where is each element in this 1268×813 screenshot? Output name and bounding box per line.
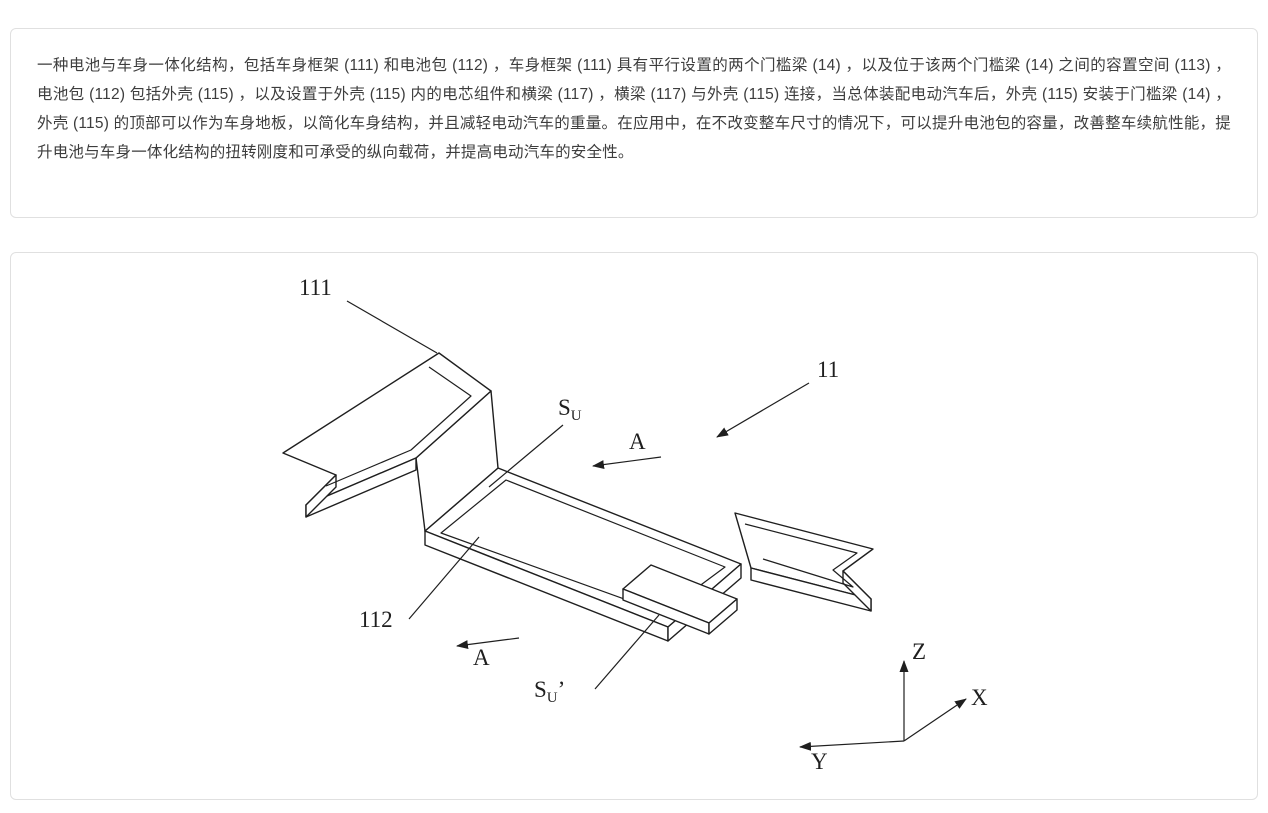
leader-112	[408, 536, 480, 620]
label-111: 111	[299, 275, 332, 300]
rear-sill-bracket	[734, 512, 874, 612]
front-sill-bracket	[282, 352, 492, 518]
label-section-a-top: A	[629, 429, 646, 454]
label-su-subscript: U	[571, 408, 582, 424]
label-112: 112	[359, 607, 393, 632]
axis-x-arrow	[903, 698, 967, 742]
label-axis-y: Y	[811, 749, 828, 774]
patent-figure: Z X Y 111 11 112 A A SU SU’	[282, 275, 988, 774]
label-su-prime-base: S	[534, 677, 547, 702]
section-arrow-bottom	[456, 637, 520, 650]
label-su-prime: SU’	[534, 677, 565, 706]
label-11: 11	[817, 357, 839, 382]
leader-111	[346, 300, 438, 354]
label-su-base: S	[558, 395, 571, 420]
label-su: SU	[558, 395, 582, 424]
figure-box: Z X Y 111 11 112 A A SU SU’	[10, 252, 1258, 800]
label-axis-z: Z	[912, 639, 926, 664]
label-su-prime-subscript: U	[547, 690, 558, 706]
leader-lines	[346, 300, 660, 690]
ref-11-arrow	[716, 382, 810, 438]
abstract-text: 一种电池与车身一体化结构，包括车身框架 (111) 和电池包 (112) ，车身…	[37, 57, 1231, 161]
coordinate-axes: Z X Y	[799, 639, 988, 774]
rear-bracket-inner-rim	[744, 523, 858, 588]
leader-su	[488, 424, 564, 488]
label-section-a-bottom: A	[473, 645, 490, 670]
figure-labels: 111 11 112 A A SU SU’	[299, 275, 839, 706]
label-su-prime-mark: ’	[558, 677, 566, 702]
section-arrow-top	[592, 456, 662, 470]
cross-beam-block	[622, 564, 738, 635]
front-bracket-inner-rim	[325, 366, 472, 487]
axis-y-arrow	[799, 740, 905, 751]
block-right-side	[708, 598, 738, 635]
label-axis-x: X	[971, 685, 988, 710]
leader-su-prime	[594, 614, 660, 690]
abstract-box: 一种电池与车身一体化结构，包括车身框架 (111) 和电池包 (112) ，车身…	[10, 28, 1258, 218]
section-arrows	[456, 382, 810, 650]
